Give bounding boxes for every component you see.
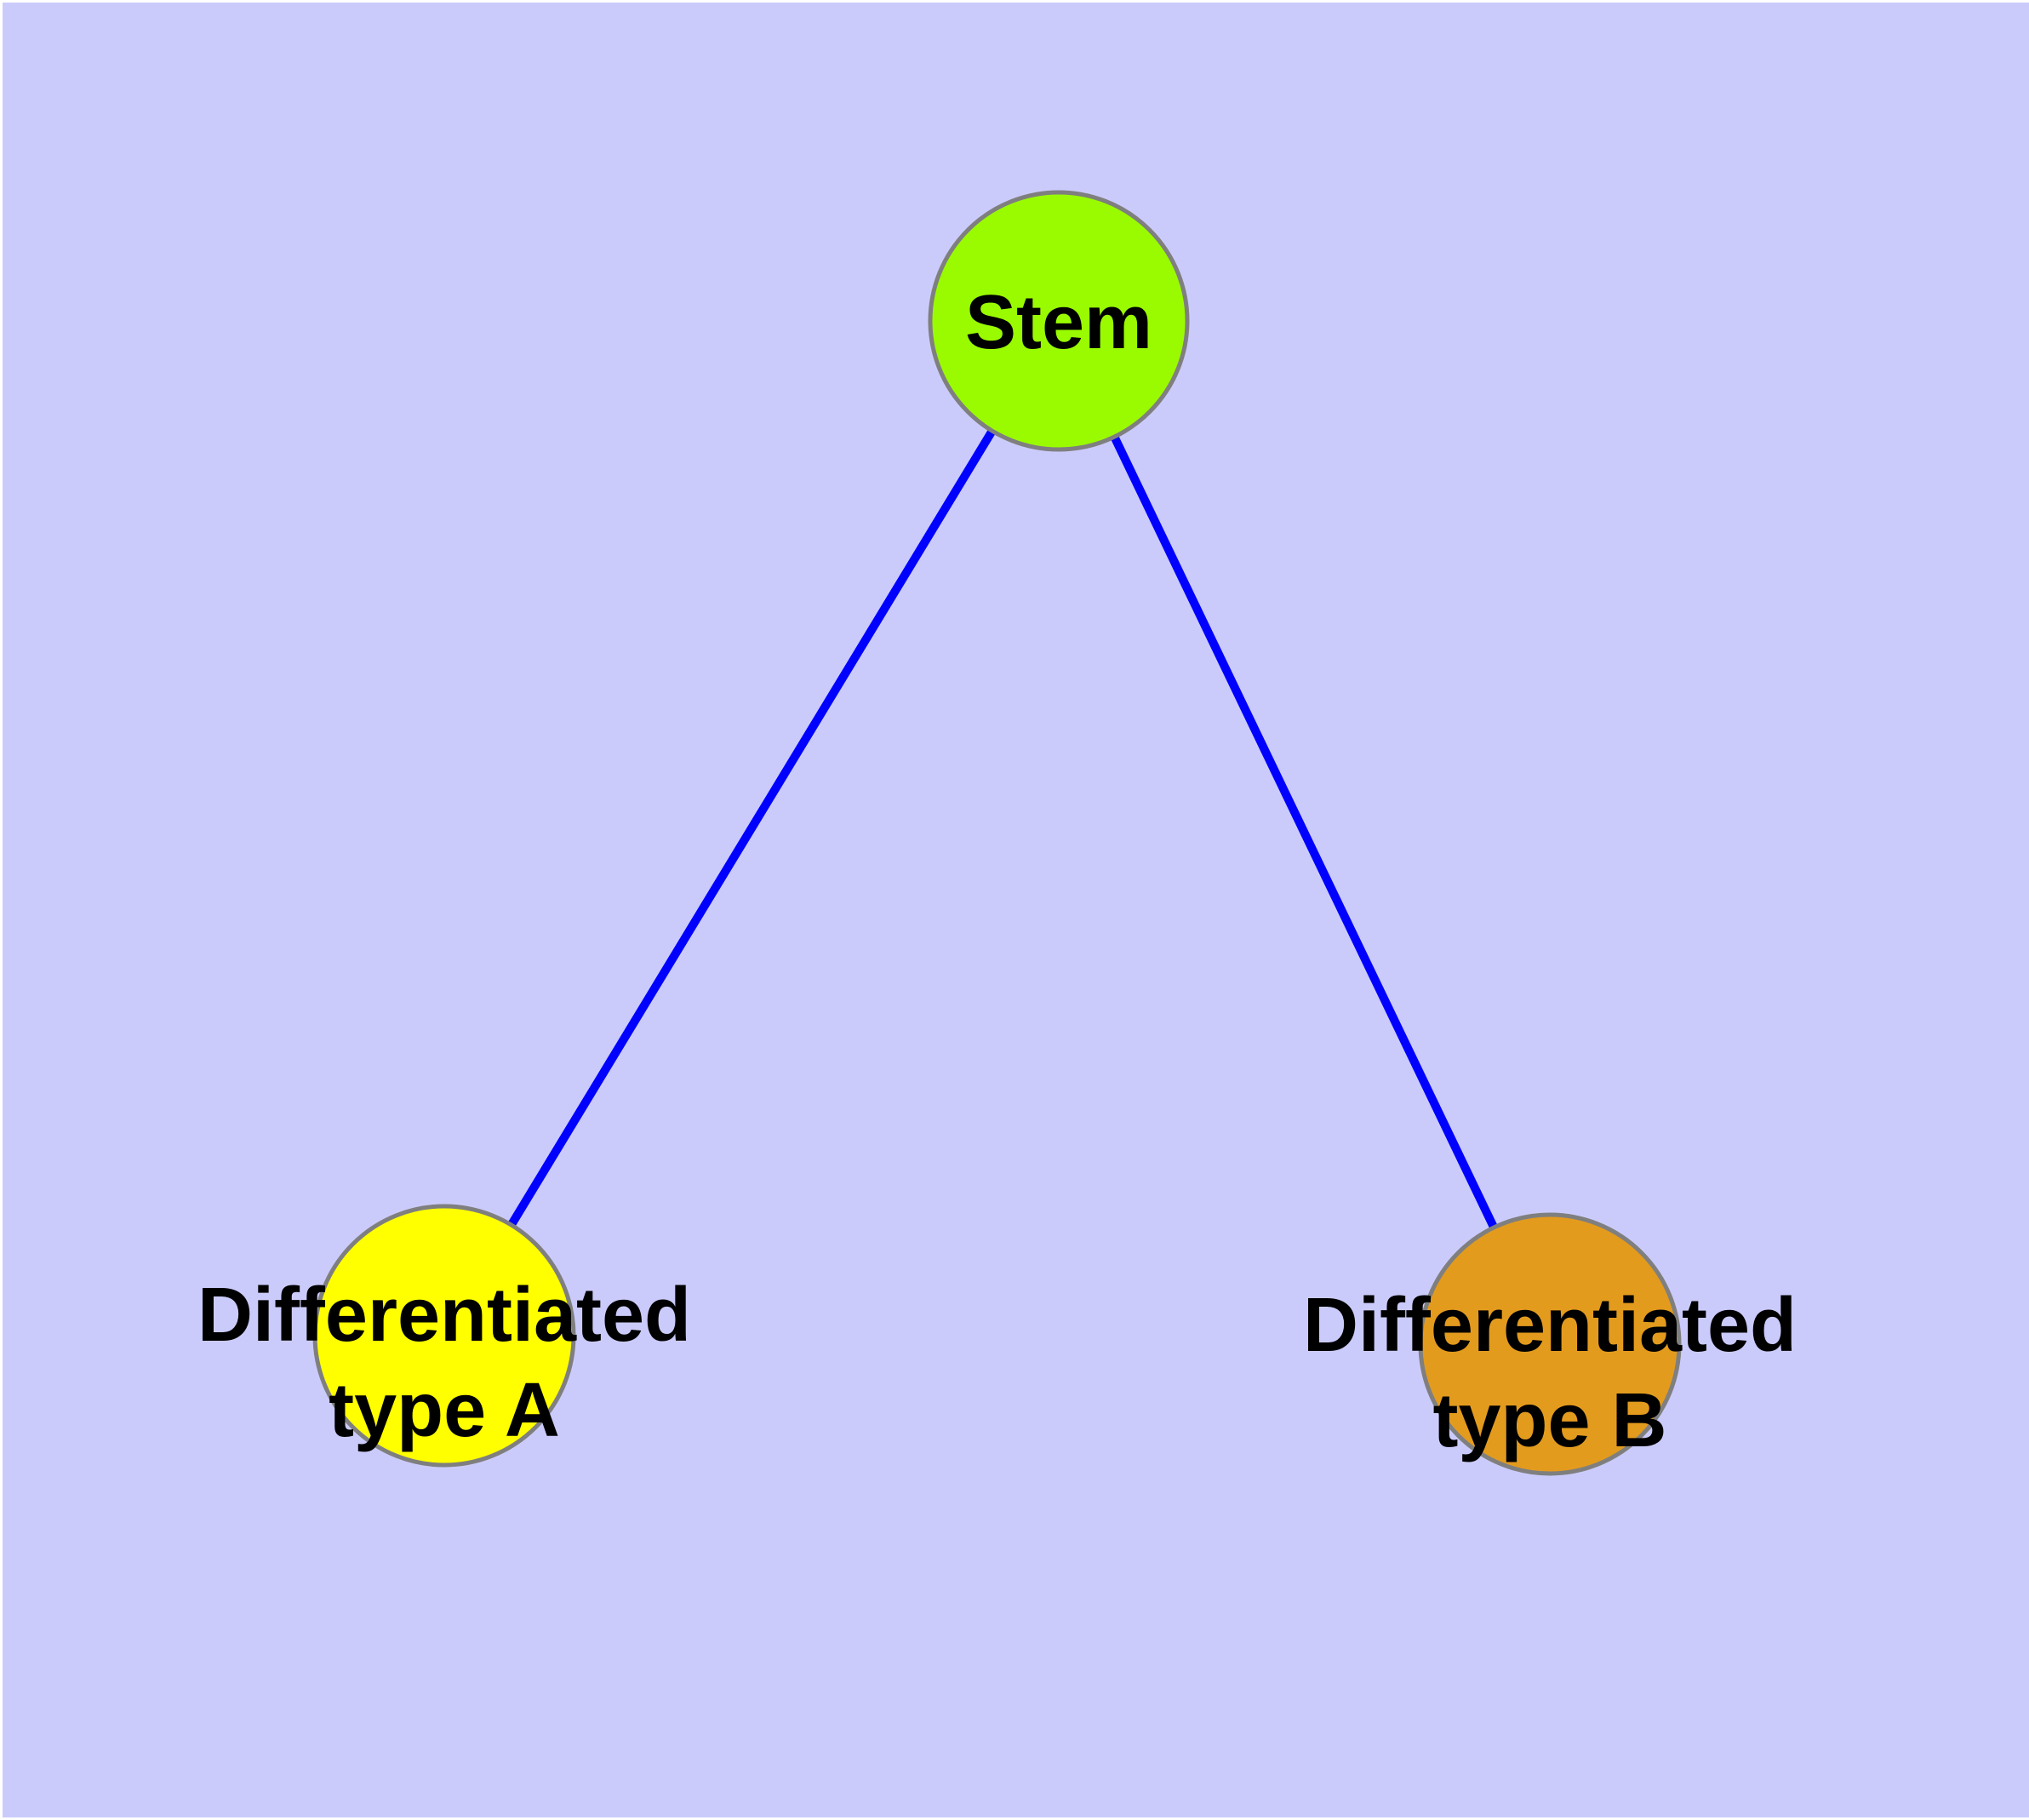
node-diff-type-a [312, 1204, 576, 1468]
node-stem [928, 190, 1190, 452]
edge-stem-diff-type-b [1055, 318, 1554, 1347]
node-label-line: type A [329, 1368, 560, 1453]
node-diff-type-b [1418, 1212, 1682, 1476]
node-label-diff-type-a: Differentiated type A [197, 1273, 691, 1453]
node-label-diff-type-b: Differentiated type B [1303, 1283, 1797, 1463]
node-label-line: Differentiated [197, 1273, 691, 1358]
nodes-layer [312, 190, 1682, 1476]
node-label-line: Stem [965, 280, 1152, 365]
node-label-line: Differentiated [1303, 1283, 1797, 1368]
edges-layer [440, 318, 1554, 1347]
edge-stem-diff-type-a [440, 318, 1063, 1338]
node-label-stem: Stem [965, 280, 1152, 365]
node-label-line: type B [1432, 1378, 1666, 1463]
